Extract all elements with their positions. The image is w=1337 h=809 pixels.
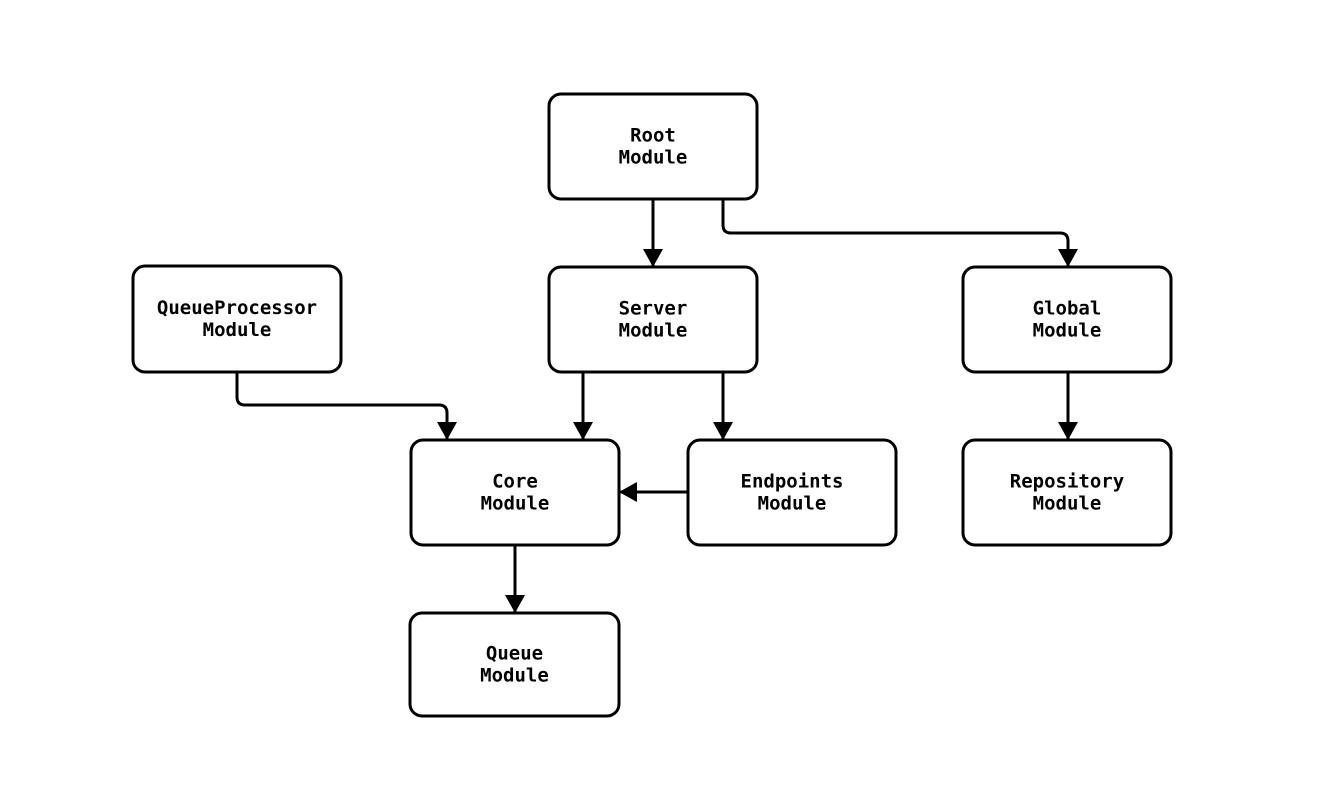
edge-root-to-global: [721, 199, 1078, 267]
node-box-queueprocessor: [131, 264, 343, 374]
node-box-endpoints: [686, 438, 898, 547]
edge-queueprocessor-to-core: [235, 372, 457, 440]
node-box-queue: [408, 611, 621, 718]
node-box-repository: [961, 438, 1173, 547]
node-box-global: [961, 265, 1173, 374]
node-box-server: [547, 265, 759, 374]
node-box-core: [409, 438, 621, 547]
node-box-root: [547, 92, 759, 201]
edges-layer: [235, 199, 1078, 613]
